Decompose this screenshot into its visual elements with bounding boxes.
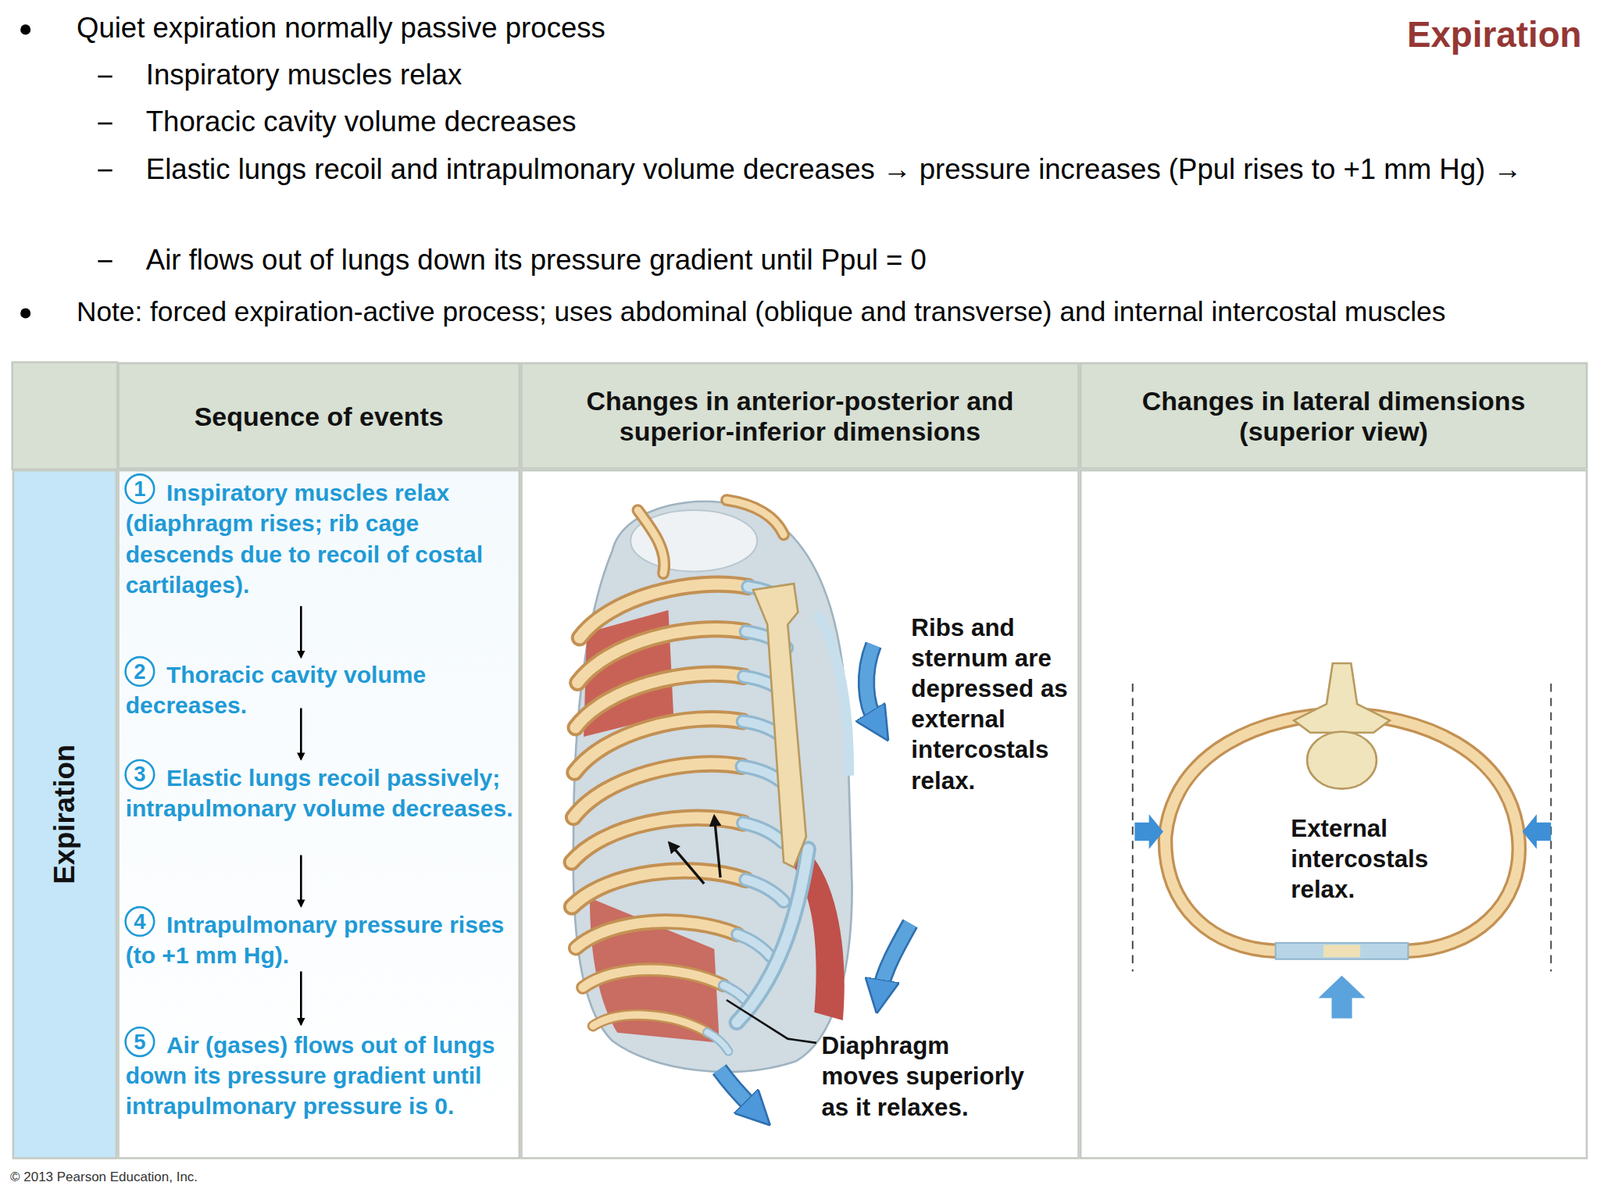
cell-text: Changes in anterior-posterior and superi… — [522, 364, 1079, 468]
corner-cell — [12, 362, 118, 470]
bullet-marks — [20, 24, 113, 318]
rib-cage-part — [753, 583, 807, 868]
lateral-view-part — [1275, 942, 1409, 960]
step-text: Intrapulmonary pressure rises (to +1 mm … — [125, 909, 518, 971]
step-text: Thoracic cavity volume decreases. — [125, 659, 518, 721]
step-arrows-part — [300, 971, 303, 1025]
callout-number: 2 — [124, 656, 155, 687]
rib-cage-part — [637, 510, 665, 574]
bullet-marks-part — [97, 169, 112, 172]
step-text: Air (gases) flows out of lungs down its … — [125, 1029, 520, 1122]
step-text: Inspiratory muscles relax (diaphragm ris… — [125, 477, 518, 600]
bullet-text: Elastic lungs recoil and intrapulmonary … — [146, 146, 1575, 192]
bullet-marks-part — [20, 307, 31, 318]
step-arrows-part — [300, 707, 303, 759]
cell-text: Ribs and sternum are depressed as extern… — [910, 612, 1085, 797]
header-cell: Changes in lateral dimensions (superior … — [1079, 362, 1588, 470]
bullet-text: Air flows out of lungs down its pressure… — [146, 242, 1575, 279]
rib-cage-part — [736, 849, 808, 1023]
header-cell: Sequence of events — [117, 362, 521, 470]
lateral-view-part — [1323, 944, 1361, 958]
cell-text: Expiration — [48, 744, 82, 885]
cell-text: Sequence of events — [119, 364, 519, 468]
motion-arrows-part — [866, 644, 876, 721]
callout-number: 4 — [124, 906, 155, 937]
sequence-cell: Inspiratory muscles relax (diaphragm ris… — [117, 469, 521, 1160]
header-cell: Changes in anterior-posterior and superi… — [520, 362, 1080, 470]
lateral-view-part — [1307, 731, 1377, 789]
slide-title: Expiration — [1407, 14, 1583, 55]
note-text: Note: forced expiration-active process; … — [76, 294, 1583, 329]
step-arrows-part — [300, 606, 303, 658]
bullet-text: Quiet expiration normally passive proces… — [76, 10, 1567, 47]
lateral-view-part — [1132, 683, 1134, 972]
cell-text: Changes in lateral dimensions (superior … — [1081, 364, 1586, 468]
bullet-text: Thoracic cavity volume decreases — [146, 103, 1575, 141]
rib-cage — [571, 500, 853, 1073]
cell-text: Diaphragm moves superiorly as it relaxes… — [821, 1030, 1025, 1123]
copyright: © 2013 Pearson Education, Inc. — [10, 1169, 418, 1186]
bullet-marks-part — [97, 75, 112, 79]
step-text: Elastic lungs recoil passively; intrapul… — [125, 762, 518, 824]
rib-cage-part — [669, 842, 704, 884]
bullet-marks-part — [97, 260, 112, 263]
bullet-marks-part — [20, 24, 31, 35]
step-arrows-part — [300, 855, 303, 907]
rib-cage-part — [726, 1000, 817, 1043]
bullet-text: Inspiratory muscles relax — [146, 57, 1575, 94]
motion-arrows-part — [866, 644, 876, 721]
cell-text: External intercostals relax. — [1290, 813, 1470, 906]
rib-cage-part — [573, 764, 783, 818]
callout-number: 1 — [124, 473, 155, 504]
callout-number: 5 — [124, 1026, 155, 1058]
rib-cage-part — [573, 501, 853, 1072]
rib-cage-part — [714, 816, 721, 878]
rib-cage-part — [637, 510, 665, 574]
bullet-marks-part — [97, 122, 112, 125]
rib-cage-part — [736, 849, 808, 1023]
row-band: Expiration — [12, 469, 118, 1160]
callout-number: 3 — [124, 759, 155, 790]
